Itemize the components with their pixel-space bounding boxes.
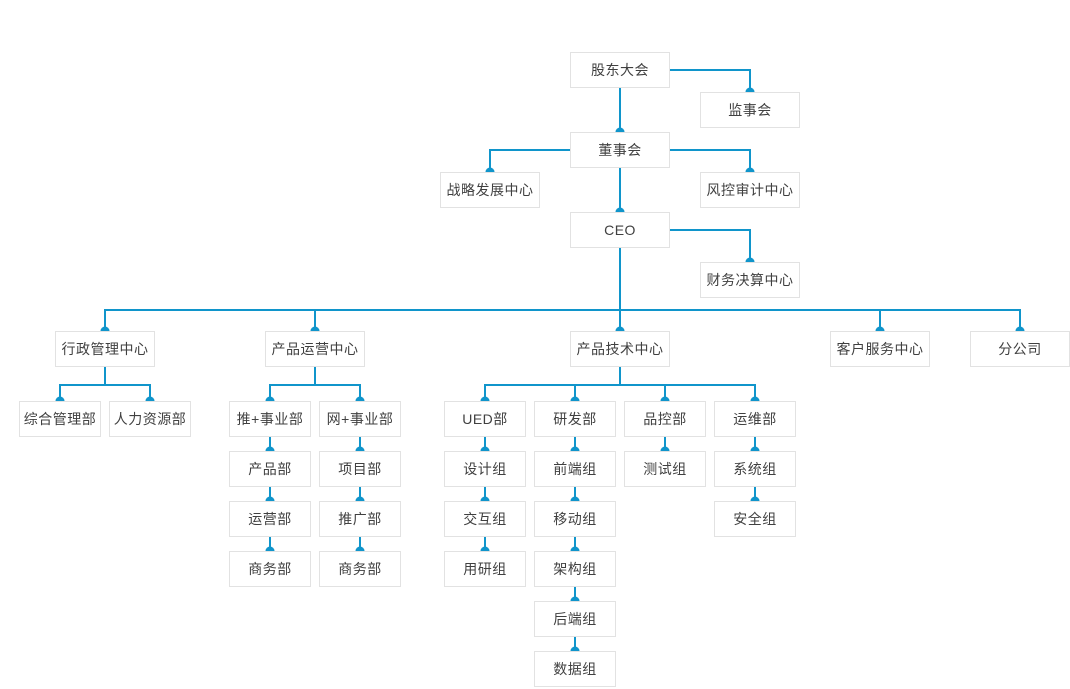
org-node-product-operation-center[interactable]: 产品运营中心 — [265, 331, 365, 367]
org-node-mobile-group[interactable]: 移动组 — [534, 501, 616, 537]
org-node-risk-audit-center[interactable]: 风控审计中心 — [700, 172, 800, 208]
org-node-ops-maintenance-dept[interactable]: 运维部 — [714, 401, 796, 437]
org-node-supervisory-board[interactable]: 监事会 — [700, 92, 800, 128]
org-node-customer-service-center[interactable]: 客户服务中心 — [830, 331, 930, 367]
org-node-wang-business-dept[interactable]: 网+事业部 — [319, 401, 401, 437]
org-node-backend-group[interactable]: 后端组 — [534, 601, 616, 637]
connector-line — [484, 384, 756, 401]
org-node-ceo[interactable]: CEO — [570, 212, 670, 248]
org-node-interaction-group[interactable]: 交互组 — [444, 501, 526, 537]
org-node-financial-settlement-center[interactable]: 财务决算中心 — [700, 262, 800, 298]
org-node-promotion-dept[interactable]: 推广部 — [319, 501, 401, 537]
org-node-product-dept[interactable]: 产品部 — [229, 451, 311, 487]
org-node-human-resources-dept[interactable]: 人力资源部 — [109, 401, 191, 437]
org-node-general-management-dept[interactable]: 综合管理部 — [19, 401, 101, 437]
connector-line — [670, 149, 751, 172]
connector-line — [489, 149, 570, 172]
org-node-tui-business-dept[interactable]: 推+事业部 — [229, 401, 311, 437]
org-node-quality-control-dept[interactable]: 品控部 — [624, 401, 706, 437]
org-node-architecture-group[interactable]: 架构组 — [534, 551, 616, 587]
connector-line — [670, 229, 751, 262]
connector-line — [269, 384, 361, 401]
org-node-ued-dept[interactable]: UED部 — [444, 401, 526, 437]
org-node-business-dept-tui[interactable]: 商务部 — [229, 551, 311, 587]
org-node-board-of-directors[interactable]: 董事会 — [570, 132, 670, 168]
org-node-business-dept-wang[interactable]: 商务部 — [319, 551, 401, 587]
org-node-branch-company[interactable]: 分公司 — [970, 331, 1070, 367]
org-node-security-group[interactable]: 安全组 — [714, 501, 796, 537]
org-node-project-dept[interactable]: 项目部 — [319, 451, 401, 487]
org-node-testing-group[interactable]: 测试组 — [624, 451, 706, 487]
org-node-admin-management-center[interactable]: 行政管理中心 — [55, 331, 155, 367]
org-node-strategy-development-center[interactable]: 战略发展中心 — [440, 172, 540, 208]
org-node-shareholders-meeting[interactable]: 股东大会 — [570, 52, 670, 88]
org-node-rd-dept[interactable]: 研发部 — [534, 401, 616, 437]
org-node-system-group[interactable]: 系统组 — [714, 451, 796, 487]
org-node-product-technology-center[interactable]: 产品技术中心 — [570, 331, 670, 367]
org-node-data-group[interactable]: 数据组 — [534, 651, 616, 687]
connector-line — [670, 69, 751, 92]
connector-line — [59, 384, 151, 401]
org-node-frontend-group[interactable]: 前端组 — [534, 451, 616, 487]
connector-line — [104, 309, 1021, 331]
org-node-design-group[interactable]: 设计组 — [444, 451, 526, 487]
org-node-user-research-group[interactable]: 用研组 — [444, 551, 526, 587]
org-node-operation-dept[interactable]: 运营部 — [229, 501, 311, 537]
